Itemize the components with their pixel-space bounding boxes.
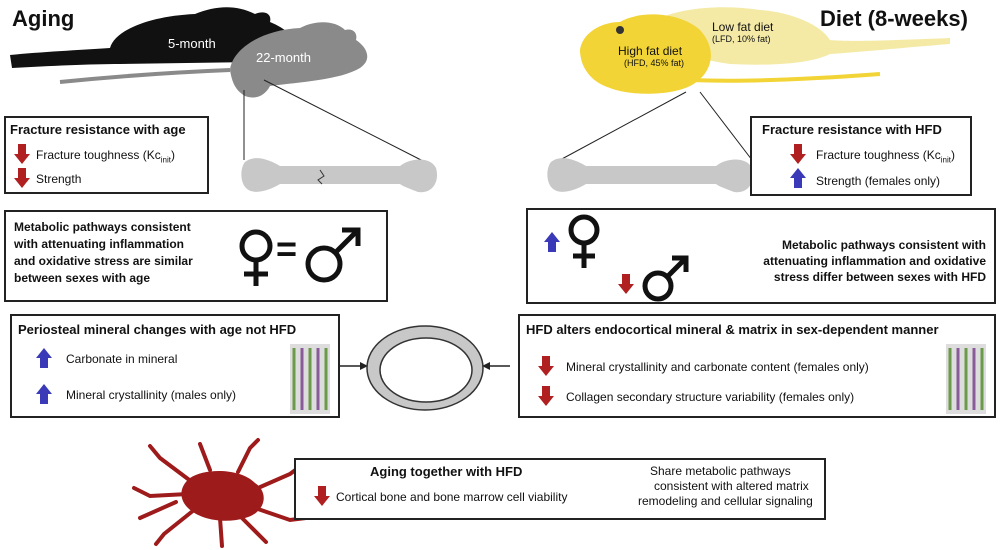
periosteal-heading: Periosteal mineral changes with age not …	[18, 322, 297, 337]
aging-title: Aging	[12, 6, 75, 31]
hfd-metabolic-line3: stress differ between sexes with HFD	[773, 270, 986, 284]
up-arrow-icon	[36, 384, 52, 404]
age-strength-text: Strength	[36, 172, 82, 186]
hfd-mouse	[580, 14, 711, 94]
up-arrow-icon	[790, 168, 806, 188]
collagen-fibril-icon	[290, 344, 330, 414]
periosteal-item2: Mineral crystallinity (males only)	[66, 388, 237, 402]
endocortical-item2: Collagen secondary structure variability…	[566, 390, 855, 404]
age-metabolic-line4: between sexes with age	[14, 271, 151, 285]
together-right2: consistent with altered matrix	[654, 479, 809, 493]
young-mouse	[10, 7, 300, 68]
down-arrow-icon	[14, 144, 30, 164]
hfd-metabolic-line2: attenuating inflammation and oxidative	[763, 254, 986, 268]
diet-mice-illustration	[580, 7, 950, 94]
endocortical-box	[518, 314, 996, 418]
age-metabolic-box	[4, 210, 388, 302]
together-box	[294, 458, 826, 520]
hfd-strength-text: Strength (females only)	[816, 174, 941, 188]
age-metabolic-line2: with attenuating inflammation	[14, 237, 184, 251]
diet-title: Diet (8-weeks)	[820, 6, 968, 31]
male-symbol-icon	[642, 255, 689, 302]
hfd-toughness-text: Fracture toughness (Kcinit)	[816, 148, 955, 165]
lfd-mouse	[647, 7, 950, 65]
down-arrow-icon	[790, 144, 806, 164]
periosteal-box	[10, 314, 340, 418]
periosteal-item1: Carbonate in mineral	[66, 352, 178, 366]
aging-bone	[241, 158, 438, 193]
down-arrow-icon	[538, 356, 554, 376]
age-metabolic-line1: Metabolic pathways consistent	[14, 220, 191, 234]
equals-sign: =	[276, 228, 298, 269]
collagen-fibril-icon	[946, 344, 986, 414]
hfd-metabolic-box	[526, 208, 996, 304]
female-symbol-icon	[239, 229, 273, 286]
hfd-fracture-box	[750, 116, 972, 196]
old-mouse-label: 22-month	[256, 50, 311, 65]
old-mouse	[230, 22, 368, 98]
diet-bone	[547, 158, 754, 193]
down-arrow-icon	[618, 274, 634, 294]
hfd-sublabel: (HFD, 45% fat)	[624, 58, 685, 68]
endocortical-item1: Mineral crystallinity and carbonate cont…	[566, 360, 869, 374]
male-symbol-icon	[305, 227, 361, 283]
aging-mice-illustration	[10, 7, 368, 98]
up-arrow-icon	[544, 232, 560, 252]
age-metabolic-line3: and oxidative stress are similar	[14, 254, 193, 268]
together-right1: Share metabolic pathways	[650, 464, 791, 478]
age-fracture-heading: Fracture resistance with age	[10, 122, 186, 137]
endocortical-heading: HFD alters endocortical mineral & matrix…	[526, 322, 939, 337]
hfd-fracture-heading: Fracture resistance with HFD	[762, 122, 942, 137]
up-arrow-icon	[36, 348, 52, 368]
hfd-label: High fat diet	[618, 44, 683, 58]
down-arrow-icon	[14, 168, 30, 188]
osteocyte-cell	[132, 438, 308, 548]
hfd-metabolic-line1: Metabolic pathways consistent with	[781, 238, 986, 252]
down-arrow-icon	[538, 386, 554, 406]
together-heading: Aging together with HFD	[370, 464, 523, 479]
together-item1: Cortical bone and bone marrow cell viabi…	[336, 490, 568, 504]
female-symbol-icon	[568, 214, 600, 268]
together-right3: remodeling and cellular signaling	[638, 494, 813, 508]
lfd-label: Low fat diet	[712, 20, 774, 34]
age-fracture-box	[4, 116, 209, 194]
young-mouse-label: 5-month	[168, 36, 216, 51]
lfd-sublabel: (LFD, 10% fat)	[712, 34, 771, 44]
bone-cross-section	[340, 325, 510, 411]
down-arrow-icon	[314, 486, 330, 506]
age-toughness-text: Fracture toughness (Kcinit)	[36, 148, 175, 165]
